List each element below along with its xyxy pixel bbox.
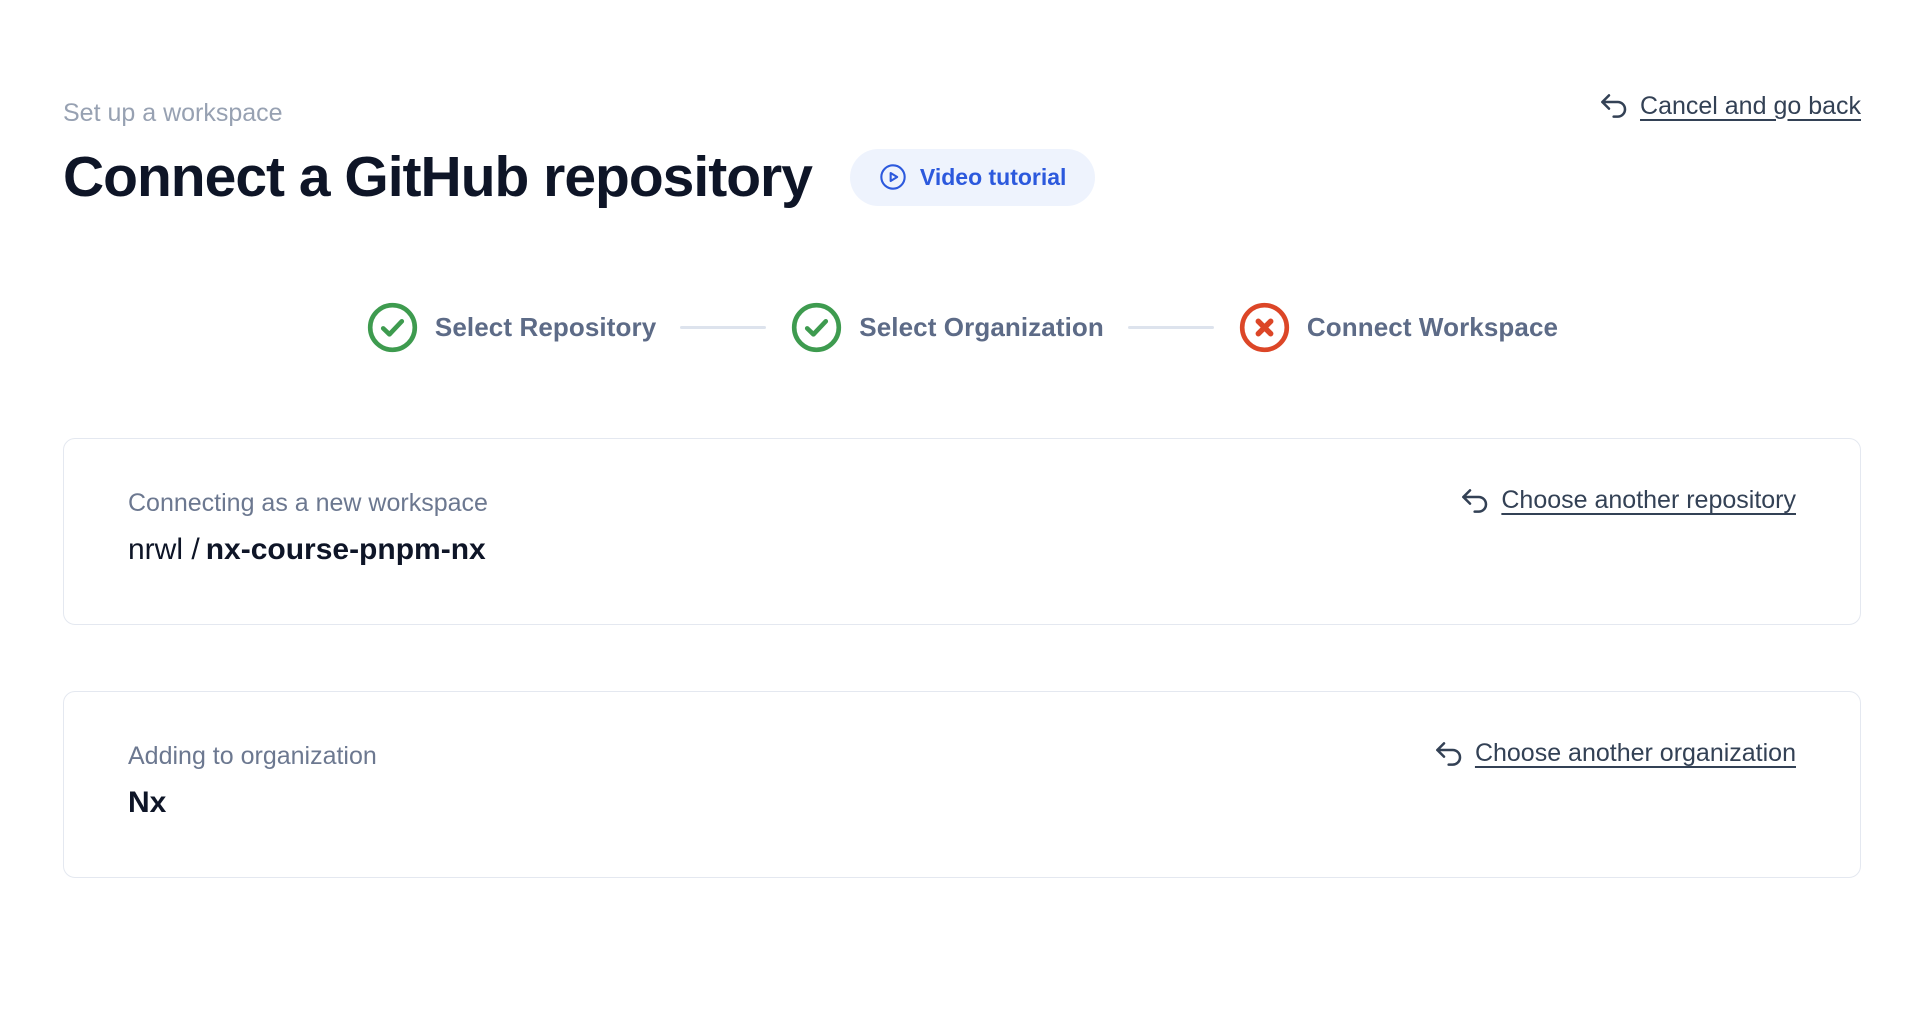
organization-name: Nx: [128, 785, 1796, 821]
stepper: Select Repository Select Organization Co…: [0, 301, 1924, 354]
x-circle-icon: [1238, 301, 1291, 354]
step-select-repository: Select Repository: [366, 301, 656, 354]
repository-name: nrwl /nx-course-pnpm-nx: [128, 532, 1796, 568]
step-label: Select Repository: [434, 311, 657, 342]
video-tutorial-label: Video tutorial: [919, 163, 1067, 190]
step-connector: [680, 325, 767, 329]
page-title: Connect a GitHub repository: [63, 145, 813, 209]
step-label: Connect Workspace: [1306, 311, 1559, 342]
title-row: Connect a GitHub repository Video tutori…: [63, 146, 1861, 209]
repository-owner: nrwl /: [128, 532, 200, 566]
repository-card: Connecting as a new workspace nrwl /nx-c…: [63, 437, 1861, 625]
setup-eyebrow: Set up a workspace: [63, 99, 283, 127]
choose-another-organization-label: Choose another organization: [1474, 739, 1796, 768]
play-circle-icon: [879, 163, 907, 191]
choose-another-repository-link[interactable]: Choose another repository: [1458, 485, 1796, 517]
cancel-and-go-back-label: Cancel and go back: [1640, 91, 1861, 120]
step-select-organization: Select Organization: [790, 301, 1104, 354]
undo-arrow-icon: [1432, 738, 1464, 770]
organization-name-text: Nx: [128, 785, 167, 819]
undo-arrow-icon: [1597, 90, 1629, 122]
page-header: Set up a workspace Connect a GitHub repo…: [63, 92, 1861, 209]
repository-repo: nx-course-pnpm-nx: [205, 532, 486, 566]
step-label: Select Organization: [859, 311, 1104, 342]
repository-card-label: Connecting as a new workspace: [128, 488, 488, 517]
choose-another-repository-label: Choose another repository: [1501, 486, 1796, 515]
organization-card: Adding to organization Nx Choose another…: [63, 690, 1861, 878]
step-connect-workspace: Connect Workspace: [1238, 301, 1558, 354]
video-tutorial-button[interactable]: Video tutorial: [849, 148, 1096, 206]
check-circle-icon: [366, 301, 419, 354]
step-connector: [1127, 325, 1214, 329]
undo-arrow-icon: [1458, 485, 1490, 517]
check-circle-icon: [790, 301, 843, 354]
organization-card-label: Adding to organization: [128, 741, 377, 770]
cancel-and-go-back-link[interactable]: Cancel and go back: [1597, 90, 1861, 122]
choose-another-organization-link[interactable]: Choose another organization: [1432, 738, 1796, 770]
